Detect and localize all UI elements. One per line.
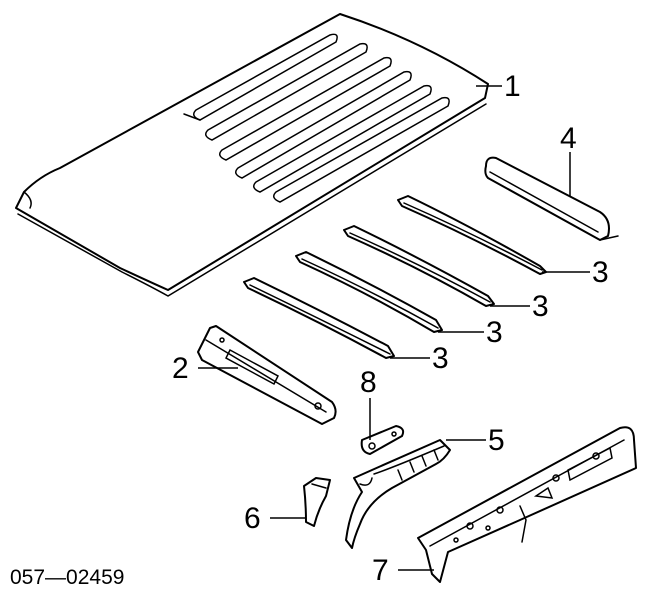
callout-3b: 3 bbox=[532, 290, 549, 323]
corner-gusset bbox=[303, 477, 331, 527]
roof-bow-c bbox=[295, 251, 443, 333]
callout-8: 8 bbox=[360, 366, 377, 399]
callout-4: 4 bbox=[560, 122, 577, 155]
pillar-reinforcement bbox=[345, 439, 451, 549]
roof-rail-rear bbox=[484, 156, 619, 241]
callout-1: 1 bbox=[504, 70, 521, 103]
roof-bow-d bbox=[243, 277, 395, 359]
callout-6: 6 bbox=[244, 502, 261, 535]
callout-3a: 3 bbox=[592, 256, 609, 289]
roof-ribs bbox=[183, 33, 450, 203]
callouts: 1 4 3 3 3 3 2 8 5 6 7 057—02459 bbox=[10, 70, 609, 589]
callout-3c: 3 bbox=[486, 316, 503, 349]
side-rail-inner bbox=[417, 426, 637, 583]
roof-bow-b bbox=[343, 225, 495, 307]
callout-5: 5 bbox=[488, 424, 505, 457]
small-bracket bbox=[360, 425, 405, 455]
callout-7: 7 bbox=[372, 554, 389, 587]
callout-2: 2 bbox=[172, 352, 189, 385]
reference-code: 057—02459 bbox=[10, 566, 124, 589]
callout-3d: 3 bbox=[432, 342, 449, 375]
front-header-rail bbox=[197, 325, 337, 425]
roof-panel bbox=[15, 13, 489, 297]
